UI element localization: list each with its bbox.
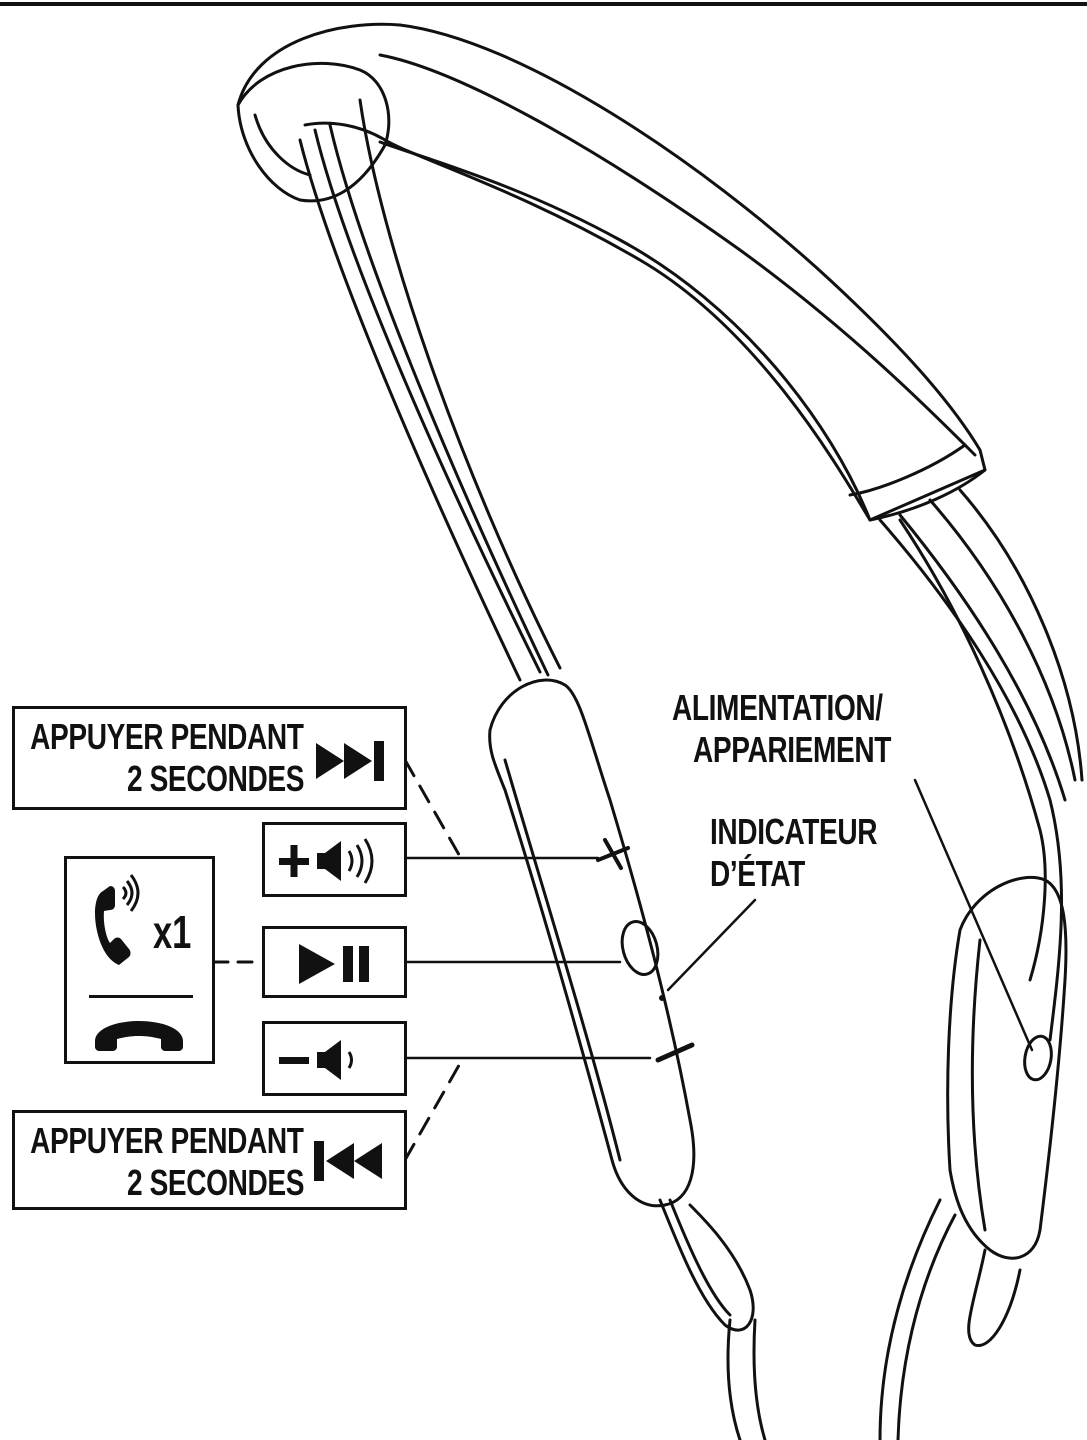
status-indicator-label-line2: D’ÉTAT bbox=[710, 853, 805, 894]
incoming-call-icon bbox=[95, 874, 140, 965]
call-box: x1 bbox=[64, 856, 215, 1064]
next-track-line2: 2 SECONDES bbox=[126, 758, 305, 799]
next-track-line1: APPUYER PENDANT bbox=[30, 716, 305, 757]
status-led bbox=[659, 995, 665, 1001]
call-divider bbox=[89, 995, 193, 998]
volume-down-mark bbox=[655, 1042, 695, 1063]
next-track-box: APPUYER PENDANT 2 SECONDES bbox=[12, 706, 407, 810]
volume-up-mark bbox=[596, 838, 630, 870]
leader-power bbox=[913, 778, 1034, 1052]
status-indicator-label-line1: INDICATEUR bbox=[710, 811, 878, 852]
next-track-icon bbox=[316, 741, 384, 781]
right-remote bbox=[946, 875, 1068, 1260]
play-pause-icon bbox=[299, 944, 369, 984]
previous-track-line1: APPUYER PENDANT bbox=[30, 1120, 305, 1161]
left-remote bbox=[488, 678, 696, 1208]
volume-down-icon bbox=[279, 1040, 353, 1080]
end-call-icon bbox=[95, 1021, 183, 1051]
leader-status bbox=[666, 898, 757, 992]
previous-track-icon bbox=[314, 1141, 382, 1181]
previous-track-box: APPUYER PENDANT 2 SECONDES bbox=[12, 1110, 407, 1210]
previous-track-line2: 2 SECONDES bbox=[126, 1162, 305, 1203]
power-pairing-label-line2: APPARIEMENT bbox=[693, 729, 892, 770]
leader-next-dashed bbox=[403, 758, 464, 862]
volume-up-icon bbox=[279, 838, 374, 884]
leader-prev-dashed bbox=[403, 1058, 464, 1162]
neckband-end-cap bbox=[236, 61, 391, 203]
call-count: x1 bbox=[153, 906, 192, 958]
power-pairing-button bbox=[1023, 1034, 1053, 1082]
volume-down-box bbox=[262, 1021, 407, 1096]
power-pairing-label-line1: ALIMENTATION/ bbox=[672, 687, 883, 728]
multifunction-button bbox=[620, 920, 660, 976]
neckband bbox=[236, 22, 987, 522]
volume-up-box bbox=[262, 822, 407, 897]
cable-left-1 bbox=[298, 138, 522, 682]
play-pause-box bbox=[262, 926, 407, 998]
